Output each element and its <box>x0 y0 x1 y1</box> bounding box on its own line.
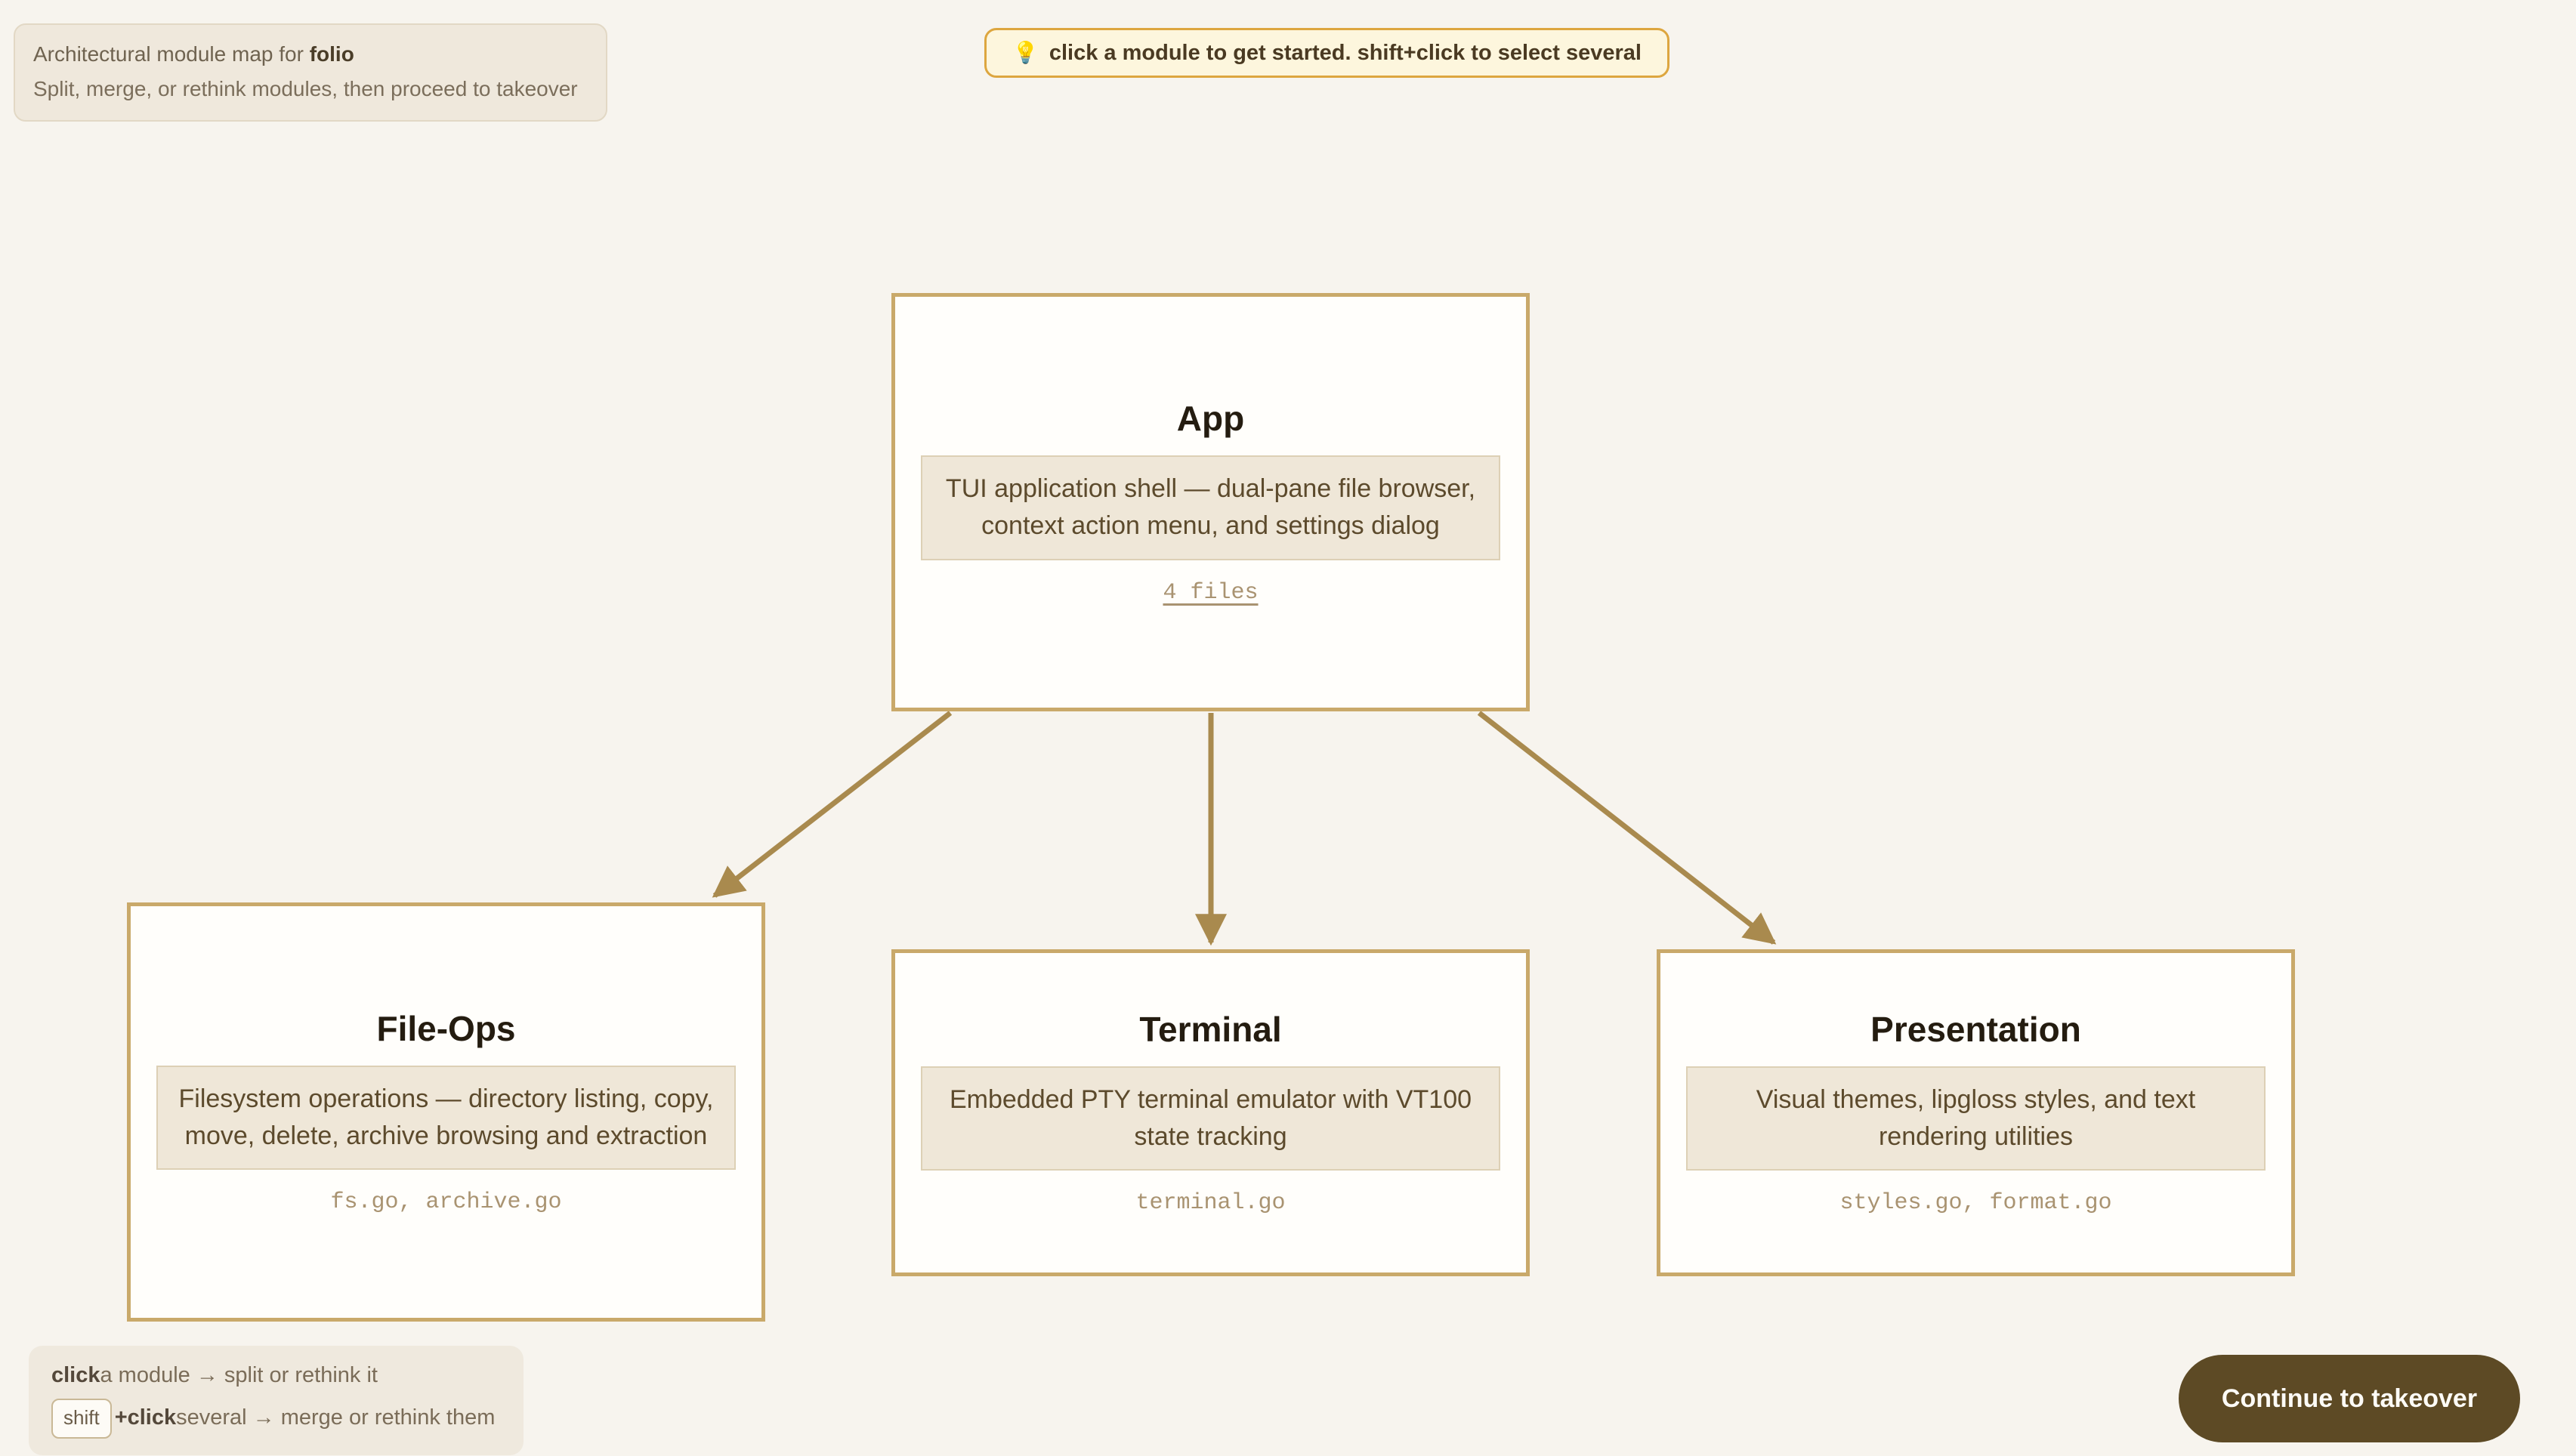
hint-banner: 💡 click a module to get started. shift+c… <box>984 28 1669 78</box>
legend-row-click: click a module → split or rethink it <box>51 1359 501 1393</box>
hint-banner-text: click a module to get started. shift+cli… <box>1049 40 1642 65</box>
map-header-title: Architectural module map for folio <box>33 39 588 70</box>
legend-click-description: a module → split or rethink it <box>100 1363 378 1387</box>
module-description: Embedded PTY terminal emulator with VT10… <box>921 1066 1500 1171</box>
module-files-label: styles.go, format.go <box>1839 1190 2112 1217</box>
module-description: TUI application shell — dual-pane file b… <box>921 455 1500 560</box>
map-header-subtitle: Split, merge, or rethink modules, then p… <box>33 77 578 100</box>
module-node-terminal[interactable]: Terminal Embedded PTY terminal emulator … <box>891 949 1530 1276</box>
legend-row-shift-click: shift+click several → merge or rethink t… <box>51 1398 501 1439</box>
module-files-label: terminal.go <box>1135 1190 1286 1217</box>
module-node-file-ops[interactable]: File-Ops Filesystem operations — directo… <box>127 902 765 1322</box>
edge-app-to-presentation <box>1477 711 1777 945</box>
module-description: Visual themes, lipgloss styles, and text… <box>1686 1066 2266 1171</box>
module-title: App <box>1176 399 1245 439</box>
module-description: Filesystem operations — directory listin… <box>156 1065 736 1171</box>
legend-click-keyword: click <box>51 1363 100 1387</box>
module-title: Terminal <box>1139 1009 1282 1049</box>
interaction-legend: click a module → split or rethink it shi… <box>29 1346 524 1455</box>
module-title: File-Ops <box>376 1008 516 1048</box>
edge-app-to-file-ops <box>712 711 953 898</box>
continue-to-takeover-button[interactable]: Continue to takeover <box>2179 1355 2520 1442</box>
module-files-label: fs.go, archive.go <box>330 1189 562 1216</box>
map-header-project-name: folio <box>309 42 354 66</box>
lightbulb-icon: 💡 <box>1012 41 1039 64</box>
legend-shiftclick-description: several → merge or rethink them <box>176 1405 496 1430</box>
map-header-card: Architectural module map for folio Split… <box>14 23 607 122</box>
module-node-app[interactable]: App TUI application shell — dual-pane fi… <box>891 293 1530 711</box>
map-header-title-prefix: Architectural module map for <box>33 42 310 66</box>
module-files-link[interactable]: 4 files <box>1163 579 1259 606</box>
module-title: Presentation <box>1870 1009 2081 1049</box>
module-node-presentation[interactable]: Presentation Visual themes, lipgloss sty… <box>1657 949 2295 1276</box>
legend-shiftclick-keyword: +click <box>114 1405 177 1430</box>
shift-key-cap: shift <box>51 1398 112 1439</box>
